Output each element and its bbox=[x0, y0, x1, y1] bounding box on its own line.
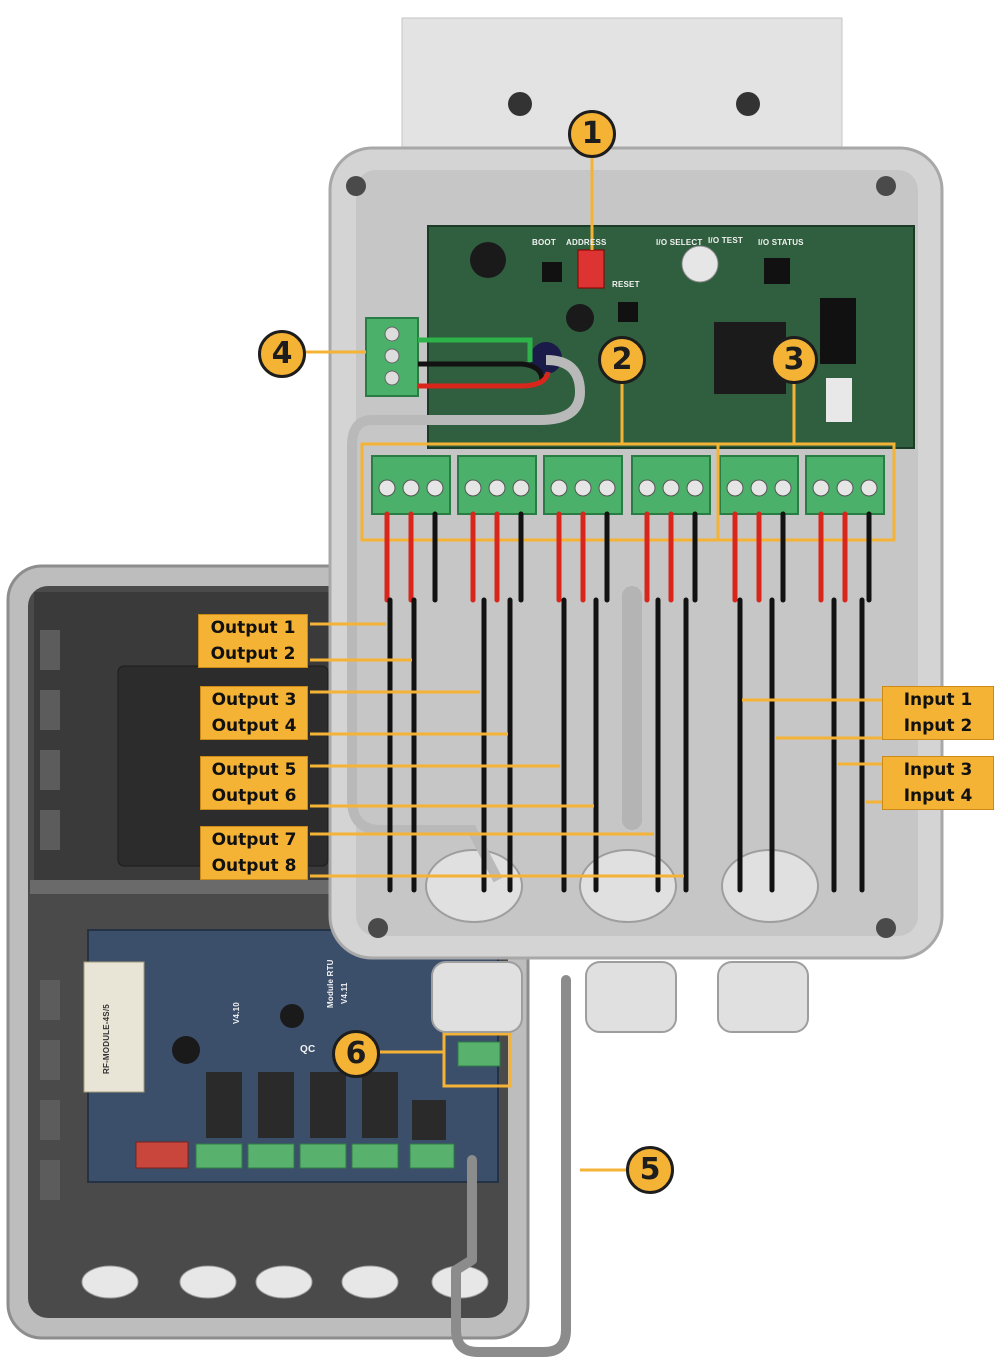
leader-lines bbox=[306, 158, 882, 1172]
output-1-label: Output 1 bbox=[210, 618, 296, 638]
rtu-version-label: V4.11 bbox=[340, 982, 349, 1004]
reset-label: RESET bbox=[612, 280, 640, 289]
rf-version-label: V4.10 bbox=[232, 1002, 241, 1024]
output-3-4-label: Output 3 Output 4 bbox=[200, 686, 308, 740]
rf-module-label: RF-MODULE-4S/5 bbox=[102, 1004, 111, 1074]
callout-3: 3 bbox=[770, 336, 818, 384]
output-6-label: Output 6 bbox=[211, 786, 297, 806]
input-1-label: Input 1 bbox=[903, 690, 973, 710]
input-3-label: Input 3 bbox=[903, 760, 973, 780]
output-1-2-label: Output 1 Output 2 bbox=[198, 614, 308, 668]
cable-5 bbox=[451, 975, 571, 1357]
input-3-4-label: Input 3 Input 4 bbox=[882, 756, 994, 810]
address-label: ADDRESS bbox=[566, 238, 607, 247]
callout-1: 1 bbox=[568, 110, 616, 158]
output-7-8-label: Output 7 Output 8 bbox=[200, 826, 308, 880]
output-8-label: Output 8 bbox=[211, 856, 297, 876]
output-7-label: Output 7 bbox=[211, 830, 297, 850]
input-2-label: Input 2 bbox=[903, 716, 973, 736]
power-terminal bbox=[347, 317, 586, 883]
io-select-label: I/O SELECT bbox=[656, 238, 703, 247]
callout-6: 6 bbox=[332, 1030, 380, 1078]
output-5-6-label: Output 5 Output 6 bbox=[200, 756, 308, 810]
callout-5: 5 bbox=[626, 1146, 674, 1194]
input-terminals-frame bbox=[716, 442, 896, 542]
input-4-label: Input 4 bbox=[903, 786, 973, 806]
io-test-label: I/O TEST bbox=[708, 236, 743, 245]
qc-sticker: QC bbox=[300, 1044, 316, 1055]
rtu-pcb bbox=[83, 929, 512, 1183]
boot-label: BOOT bbox=[532, 238, 556, 247]
module-rtu-label: Module RTU bbox=[326, 959, 335, 1008]
terminal-screws bbox=[378, 479, 878, 497]
output-5-label: Output 5 bbox=[211, 760, 297, 780]
callout-4: 4 bbox=[258, 330, 306, 378]
output-4-label: Output 4 bbox=[211, 716, 297, 736]
io-pcb bbox=[427, 225, 915, 449]
io-status-label: I/O STATUS bbox=[758, 238, 804, 247]
input-1-2-label: Input 1 Input 2 bbox=[882, 686, 994, 740]
output-2-label: Output 2 bbox=[210, 644, 296, 664]
callout-2: 2 bbox=[598, 336, 646, 384]
io-wires bbox=[384, 511, 872, 893]
output-3-label: Output 3 bbox=[211, 690, 297, 710]
mounting-bracket bbox=[401, 17, 843, 159]
